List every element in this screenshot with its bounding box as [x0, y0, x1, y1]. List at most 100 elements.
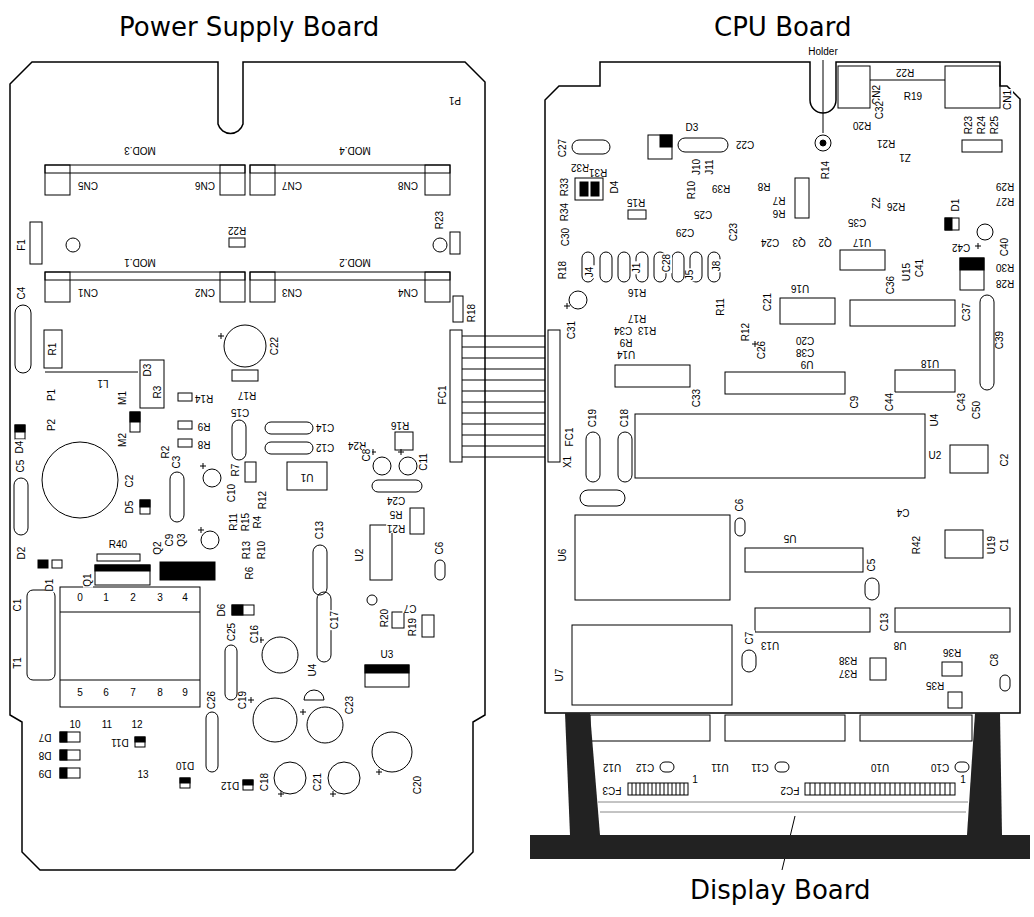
part-label: R7	[772, 195, 787, 205]
part-label: CN6	[194, 180, 216, 190]
part-label: 7	[129, 688, 137, 698]
part-label: R1	[48, 342, 58, 357]
part-label: U15	[902, 262, 912, 282]
part-label: C10	[227, 483, 237, 503]
part-label: C10	[930, 762, 950, 772]
part-label: C50	[972, 400, 982, 420]
part-label: FC3	[602, 785, 623, 795]
ribbon-wire	[488, 358, 545, 359]
part-label: D4	[15, 440, 25, 455]
part-label: C8	[362, 448, 372, 463]
part-label: Q3	[791, 237, 806, 247]
part-label: U7	[555, 668, 565, 683]
part-label: M1	[118, 390, 128, 406]
part-label: U6	[558, 548, 568, 563]
part-label: R6	[245, 566, 255, 581]
part-label: L1	[96, 378, 109, 388]
part-label: 11	[101, 720, 113, 730]
part-label: D11	[110, 737, 130, 747]
part-label: C17	[330, 610, 340, 630]
part-label: U16	[790, 283, 810, 293]
part-label: R18	[558, 260, 568, 280]
part-label: R8	[757, 181, 772, 191]
part-label: J1	[632, 262, 642, 275]
part-label: C31	[567, 320, 577, 340]
part-label: U10	[870, 762, 890, 772]
part-label: 3	[156, 593, 164, 603]
ribbon-wire	[488, 336, 545, 337]
part-label: C13	[315, 520, 325, 540]
part-label: FC2	[780, 785, 801, 795]
board-edge	[545, 62, 1020, 713]
part-label: C18	[620, 408, 630, 428]
part-label: D4	[610, 180, 620, 195]
part-label: C15	[230, 407, 250, 417]
part-label: U17	[852, 237, 872, 247]
part-label: D12	[220, 780, 240, 790]
part-label: R23	[435, 210, 445, 230]
board-edge	[530, 835, 1030, 859]
part-label: U13	[760, 640, 780, 650]
part-label: U1	[300, 472, 315, 482]
part-label: U9	[800, 359, 815, 369]
part-label: CN5	[77, 180, 99, 190]
part-label: C40	[1000, 237, 1010, 257]
part-label: R13	[637, 325, 657, 335]
part-label: C21	[313, 772, 323, 792]
part-label: M2	[118, 432, 128, 448]
part-label: R16	[390, 420, 410, 430]
part-label: R18	[467, 303, 477, 323]
part-label: 12	[130, 720, 143, 730]
part-label: R10	[257, 540, 267, 560]
part-label: F1	[17, 238, 27, 252]
part-label: R25	[990, 115, 1000, 135]
part-label: R16	[627, 287, 647, 297]
part-label: R15	[626, 197, 646, 207]
part-label: R33	[560, 177, 570, 197]
part-label: R22	[227, 225, 247, 235]
part-label: CN1	[77, 287, 99, 297]
part-label: D3	[685, 123, 700, 133]
part-label: C7	[745, 631, 755, 646]
part-label: Q1	[83, 572, 93, 587]
part-label: C34	[613, 325, 633, 335]
part-label: C1	[13, 598, 23, 613]
part-label: FC1	[438, 385, 448, 406]
part-label: C30	[561, 227, 571, 247]
part-label: C25	[227, 622, 237, 642]
part-label: R9	[619, 337, 634, 347]
part-label: R14	[194, 393, 214, 403]
part-label: R29	[995, 181, 1015, 191]
part-label: D1	[45, 578, 55, 593]
part-label: R21	[876, 138, 896, 148]
part-label: P1	[47, 388, 57, 402]
part-label: R17	[237, 390, 257, 400]
part-label: C5	[867, 558, 877, 573]
part-label: U4	[308, 663, 318, 678]
part-label: C1	[1000, 538, 1010, 553]
ribbon-wire	[488, 435, 545, 436]
part-label: R12	[258, 490, 268, 510]
part-label: C22	[270, 336, 280, 356]
part-label: FC1	[565, 427, 575, 448]
part-label: R36	[942, 647, 962, 657]
part-label: C14	[315, 422, 335, 432]
part-label: 6	[102, 688, 110, 698]
part-label: C18	[260, 772, 270, 792]
part-label: R20	[852, 120, 872, 130]
part-label: J8	[712, 260, 722, 273]
part-label: CN1	[1003, 89, 1013, 111]
part-label: C23	[345, 695, 355, 715]
part-label: C22	[735, 139, 755, 149]
part-label: MOD.2	[338, 257, 372, 267]
part-label: 1	[959, 775, 967, 785]
part-label: CN7	[281, 180, 303, 190]
part-label: C44	[885, 392, 895, 412]
part-label: R11	[716, 297, 726, 317]
board-title: Power Supply Board	[119, 12, 379, 42]
part-label: R40	[108, 540, 128, 550]
part-label: C16	[250, 624, 260, 644]
ribbon-wire	[488, 347, 545, 348]
part-label: D2	[17, 546, 27, 561]
part-label: C2	[125, 474, 135, 489]
